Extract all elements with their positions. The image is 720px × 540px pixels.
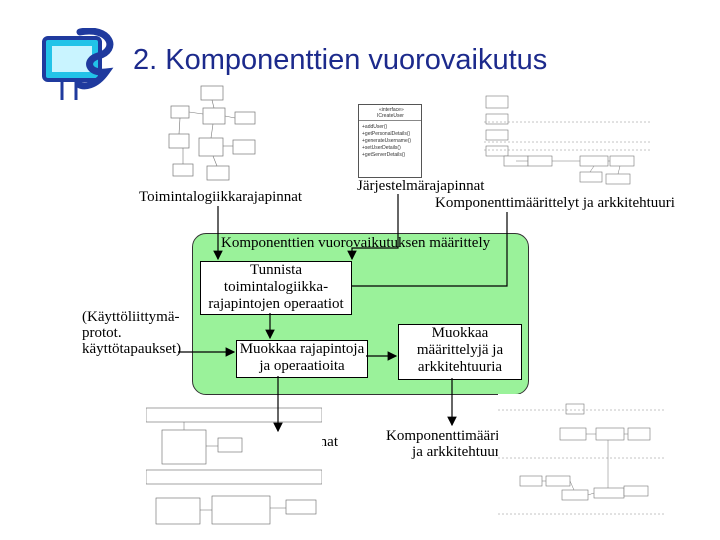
interface-stereotype: «interface» xyxy=(379,107,404,113)
box-identify-operations: Tunnista toimintalogiikka- rajapintojen … xyxy=(200,261,352,315)
interface-op-4: +setUserDetails() xyxy=(362,145,401,151)
label-component-specs-top: Komponenttimäärittelyt ja arkkitehtuuri xyxy=(435,195,675,211)
label-ui-prototypes: (Käyttöliittymä- protot. käyttötapaukset… xyxy=(82,309,182,357)
interface-op-1: +addUser() xyxy=(362,124,388,130)
business-interfaces-thumbnail xyxy=(163,84,263,188)
system-interface-thumbnail: «interface» ICreateUser +addUser() +getP… xyxy=(358,104,422,178)
component-spec-thumbnail-bottom xyxy=(498,394,668,524)
interface-op-5: +getServerDetails() xyxy=(362,152,406,158)
page-title: 2. Komponenttien vuorovaikutus xyxy=(133,44,548,76)
interface-name: ICreateUser xyxy=(377,113,404,119)
label-system-interfaces: Järjestelmärajapinnat xyxy=(357,178,485,194)
interface-op-3: +generateUsername() xyxy=(362,138,412,144)
green-area-title: Komponenttien vuorovaikutuksen määrittel… xyxy=(221,235,491,251)
logo-icon xyxy=(40,27,126,106)
box-refine-interfaces: Muokkaa rajapintoja ja operaatioita xyxy=(236,340,368,378)
component-spec-thumbnail-top xyxy=(484,94,654,194)
label-component-specs-bottom: Komponenttimäärittelyt ja arkkitehtuuri xyxy=(386,428,531,460)
interface-op-2: +getPersonalDetails() xyxy=(362,131,411,137)
label-business-interfaces: Toimintalogiikkarajapinnat xyxy=(139,189,303,205)
box-refine-specifications: Muokkaa määrittelyjä ja arkkitehtuuria xyxy=(398,324,522,380)
